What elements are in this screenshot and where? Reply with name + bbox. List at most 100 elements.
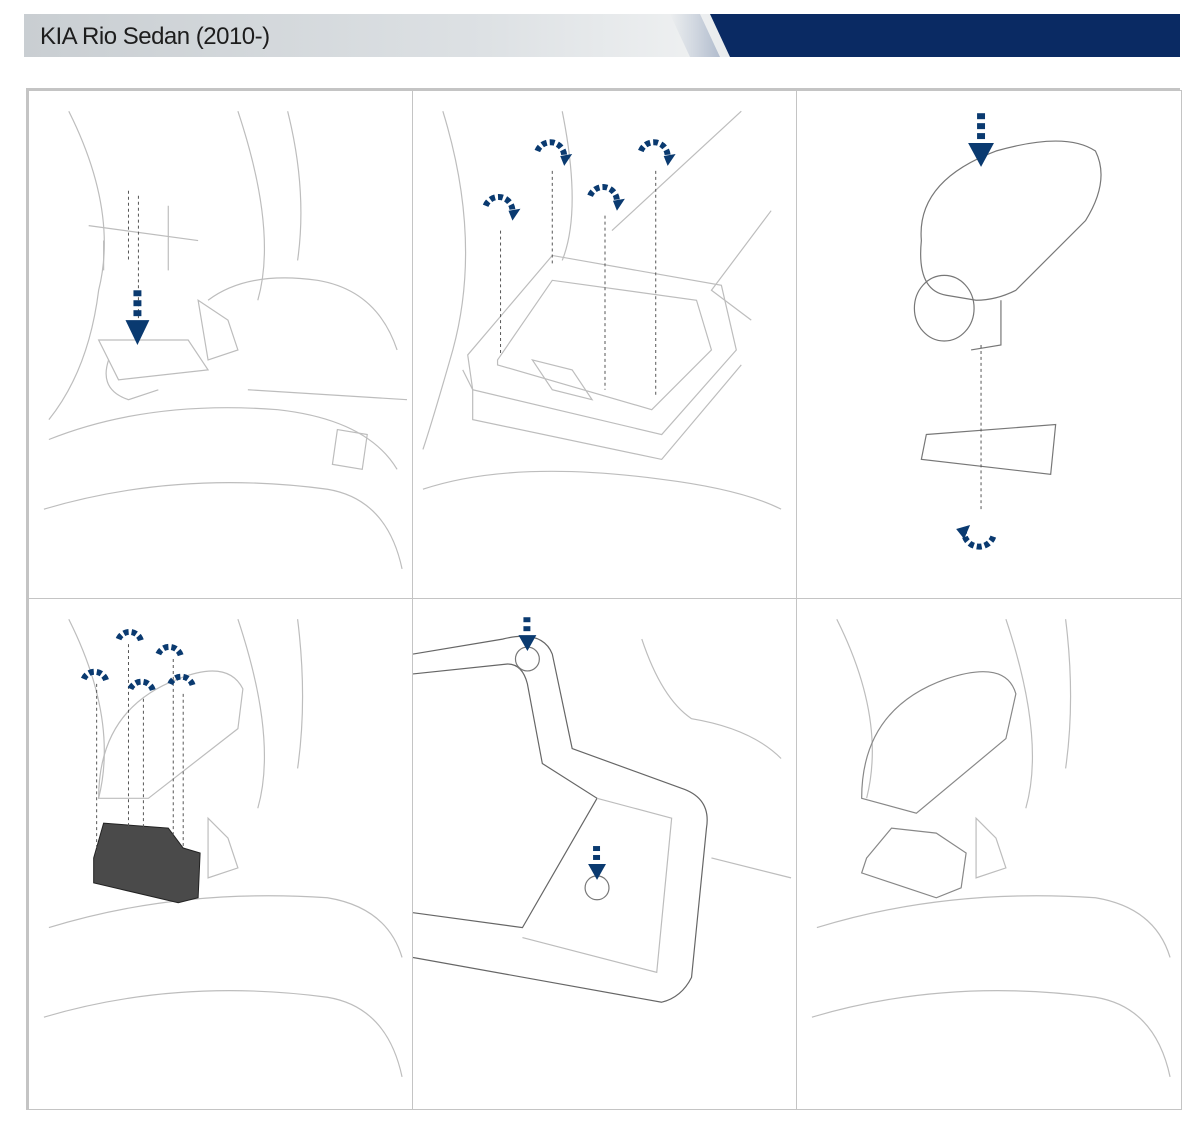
- line-art-stroke: [956, 525, 971, 539]
- line-art-stroke: [611, 110, 742, 232]
- down-arrow-icon: [588, 863, 606, 880]
- line-art-stroke: [105, 359, 159, 401]
- line-art-stroke: [593, 854, 601, 860]
- step-6-illustration: [811, 618, 1171, 1077]
- line-art-stroke: [970, 300, 1002, 351]
- line-art-stroke: [43, 990, 403, 1077]
- screw-rotate-icon: [127, 678, 157, 694]
- line-art-stroke: [413, 663, 598, 929]
- line-art-stroke: [93, 822, 201, 904]
- line-art-stroke: [98, 670, 244, 799]
- line-art-stroke: [561, 111, 573, 261]
- screw-rotate-icon: [482, 194, 521, 221]
- line-art-stroke: [287, 111, 302, 261]
- step-4-panel: [28, 598, 413, 1110]
- screw-rotate-icon: [167, 673, 197, 689]
- screw-rotate-icon: [638, 139, 676, 166]
- line-art-stroke: [48, 110, 105, 420]
- screw-rotate-icon: [80, 668, 110, 684]
- line-art-stroke: [167, 673, 197, 689]
- line-art-stroke: [155, 643, 185, 659]
- screw-rotate-icon: [115, 628, 145, 644]
- screw-rotate-icon: [155, 643, 185, 659]
- line-art-stroke: [133, 310, 142, 317]
- line-art-stroke: [80, 668, 110, 684]
- line-art-stroke: [127, 190, 139, 321]
- line-art-stroke: [68, 618, 105, 799]
- line-art-stroke: [711, 857, 792, 879]
- line-art-stroke: [522, 797, 673, 974]
- line-art-stroke: [115, 628, 145, 644]
- line-art-stroke: [496, 279, 713, 411]
- down-arrow-icon: [518, 635, 537, 652]
- line-art-stroke: [43, 482, 403, 569]
- step-6-panel: [796, 598, 1182, 1110]
- line-art-stroke: [977, 123, 986, 130]
- line-art-stroke: [482, 194, 516, 212]
- line-art-stroke: [96, 644, 184, 854]
- line-art-stroke: [920, 423, 1057, 475]
- line-art-stroke: [508, 208, 521, 221]
- line-art-stroke: [860, 827, 967, 899]
- line-art-stroke: [710, 210, 772, 321]
- line-art-stroke: [97, 339, 210, 381]
- line-art-stroke: [836, 618, 873, 799]
- step-3-panel: [796, 90, 1182, 599]
- line-art-stroke: [422, 470, 782, 510]
- screw-rotate-icon: [587, 184, 625, 211]
- step-2-illustration: [422, 110, 782, 510]
- line-art-stroke: [247, 389, 408, 401]
- line-art-stroke: [127, 678, 157, 694]
- step-2-panel: [412, 90, 797, 599]
- step-1-illustration: [43, 110, 408, 569]
- step-5-panel: [412, 598, 797, 1110]
- step-4-illustration: [43, 618, 403, 1077]
- line-art-stroke: [523, 617, 531, 623]
- line-art-stroke: [560, 153, 573, 166]
- line-art-stroke: [612, 198, 625, 211]
- line-art-stroke: [237, 619, 266, 809]
- line-art-stroke: [638, 139, 671, 157]
- line-art-stroke: [422, 111, 467, 450]
- line-art-stroke: [977, 113, 986, 120]
- line-art-stroke: [861, 671, 1017, 814]
- line-art-stroke: [531, 358, 594, 401]
- line-art-stroke: [534, 139, 568, 157]
- line-art-stroke: [811, 990, 1171, 1077]
- page-title: KIA Rio Sedan (2010-): [40, 23, 270, 50]
- line-art-stroke: [48, 895, 403, 958]
- line-art-stroke: [523, 626, 531, 632]
- step-3-illustration: [913, 113, 1102, 550]
- line-art-stroke: [88, 205, 199, 271]
- line-art-stroke: [500, 170, 657, 395]
- screw-rotate-icon: [956, 525, 997, 550]
- line-art-stroke: [297, 619, 304, 769]
- header-brand-band: [710, 14, 1180, 57]
- instruction-grid: [26, 88, 1182, 1110]
- line-art-stroke: [48, 407, 398, 470]
- line-art-stroke: [641, 638, 782, 759]
- line-art-stroke: [331, 428, 368, 471]
- header-bar: KIA Rio Sedan (2010-): [24, 14, 1180, 57]
- line-art-stroke: [975, 816, 1007, 879]
- line-art-stroke: [1065, 619, 1072, 769]
- down-arrow-icon: [125, 320, 150, 345]
- down-arrow-icon: [968, 143, 994, 167]
- line-art-stroke: [207, 816, 239, 879]
- line-art-stroke: [1005, 619, 1034, 809]
- line-art-stroke: [920, 140, 1102, 301]
- line-art-stroke: [587, 184, 620, 202]
- line-art-stroke: [960, 528, 997, 550]
- step-1-panel: [28, 90, 413, 599]
- line-art-stroke: [663, 153, 676, 166]
- line-art-stroke: [593, 846, 601, 852]
- line-art-stroke: [133, 300, 142, 307]
- line-art-stroke: [462, 364, 742, 461]
- line-art-stroke: [197, 298, 239, 361]
- line-art-stroke: [913, 274, 975, 342]
- line-art-stroke: [133, 290, 142, 297]
- screw-rotate-icon: [534, 139, 573, 166]
- line-art-stroke: [816, 895, 1171, 958]
- line-art-stroke: [237, 111, 266, 301]
- line-art-stroke: [977, 133, 986, 140]
